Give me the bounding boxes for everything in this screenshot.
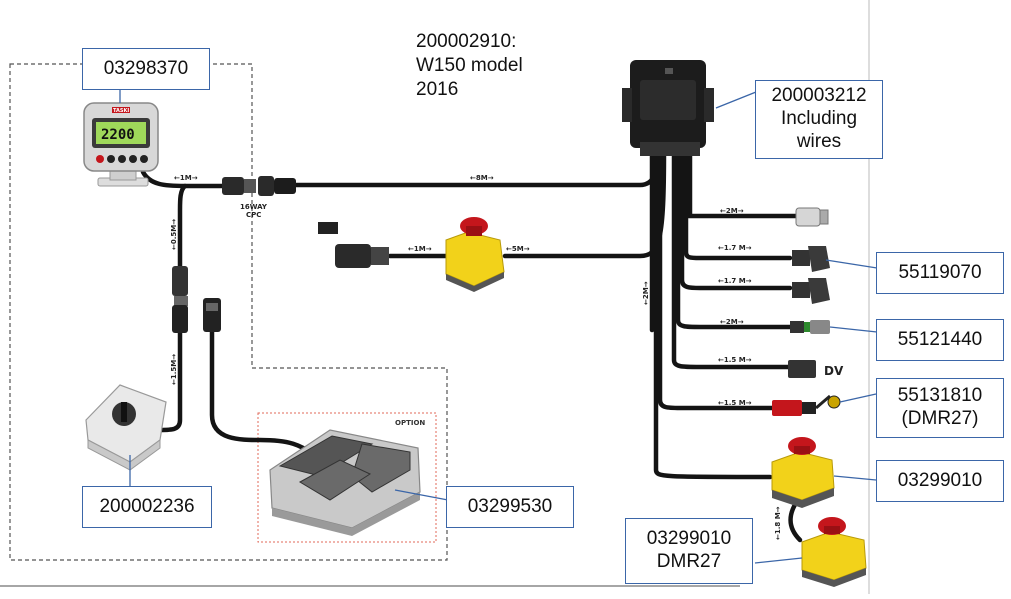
cable-out-15m-b	[657, 147, 778, 411]
control-box-icon	[622, 60, 714, 156]
label-15m: ←1.5M→	[170, 354, 178, 385]
cab-dashed-area	[9, 63, 448, 561]
callout-connector: 55119070	[876, 252, 1004, 294]
leader-pedal	[394, 489, 449, 501]
estop-icon	[318, 217, 505, 292]
connector-b-icon	[792, 278, 830, 304]
label-18m: ←1.8 M→	[774, 506, 782, 540]
display-icon: TASKI 2200	[83, 102, 159, 187]
vertical-connector-icon	[172, 266, 221, 333]
cable-out-2m-a	[687, 147, 803, 219]
leader-switch	[839, 393, 877, 403]
cable-15m	[157, 327, 183, 433]
label-8m: ←8M→	[470, 174, 494, 182]
callout-control-box: 200003212 Including wires	[755, 80, 883, 159]
limit-switch-icon	[772, 394, 841, 416]
label-v2m: ←2M→	[642, 281, 650, 305]
cable-pedal	[209, 327, 318, 458]
leader-connector	[825, 259, 878, 269]
label-out-17m-b: ←1.7 M→	[718, 277, 752, 285]
cable-estop-out	[502, 147, 667, 259]
option-area	[257, 412, 437, 543]
label-05m: ←0.5M→	[170, 219, 178, 250]
callout-leaders	[119, 89, 878, 564]
connector-icon	[795, 207, 829, 227]
label-estop-1m: ←1M→	[408, 245, 432, 253]
cable-05m	[177, 183, 188, 271]
dv-label: DV	[824, 364, 844, 378]
label-out-2m-b: ←2M→	[720, 318, 744, 326]
label-16way: 16WAY	[240, 203, 268, 211]
foot-pedal-icon	[269, 429, 421, 536]
estop-03299010-icon	[771, 437, 835, 508]
callout-pedal: 03299530	[446, 486, 574, 528]
cable-out-15m-a	[671, 147, 791, 370]
callout-estop-1: 03299010	[876, 460, 1004, 502]
cable-out-2m-b	[675, 147, 793, 330]
display-readout: 2200	[101, 127, 135, 143]
label-out-15m-a: ←1.5 M→	[718, 356, 752, 364]
leader-sensor	[829, 326, 878, 333]
label-1m-display: ←1M→	[174, 174, 198, 182]
connector-55119070-icon	[792, 246, 830, 272]
estop-dmr27-icon	[801, 517, 867, 587]
callout-display: 03298370	[82, 48, 210, 90]
option-label: OPTION	[395, 419, 425, 427]
callout-sensor: 55121440	[876, 319, 1004, 361]
callout-switch-dmr27: 55131810 (DMR27)	[876, 378, 1004, 438]
cables	[140, 147, 803, 543]
label-out-15m-b: ←1.5 M→	[718, 399, 752, 407]
leader-control-box	[715, 91, 757, 109]
label-out-17m-a: ←1.7 M→	[718, 244, 752, 252]
callout-selector: 200002236	[82, 486, 212, 528]
label-estop-5m: ←5M→	[506, 245, 530, 253]
sensor-icon	[790, 320, 830, 334]
model-note: 200002910: W150 model 2016	[416, 31, 523, 100]
display-brand: TASKI	[113, 108, 129, 114]
leader-estop1	[833, 475, 877, 481]
cable-out-17m-b	[679, 147, 793, 291]
cpc-connector-icon	[222, 176, 296, 196]
callout-estop-2: 03299010 DMR27	[625, 518, 753, 584]
cable-out-17m-a	[683, 147, 793, 261]
selector-switch-icon	[85, 384, 167, 471]
cable-estop1	[653, 147, 773, 480]
leader-estop2	[754, 557, 803, 564]
dv-connector-icon: DV	[788, 360, 844, 378]
label-cpc: CPC	[246, 211, 261, 219]
label-out-2m-a: ←2M→	[720, 207, 744, 215]
